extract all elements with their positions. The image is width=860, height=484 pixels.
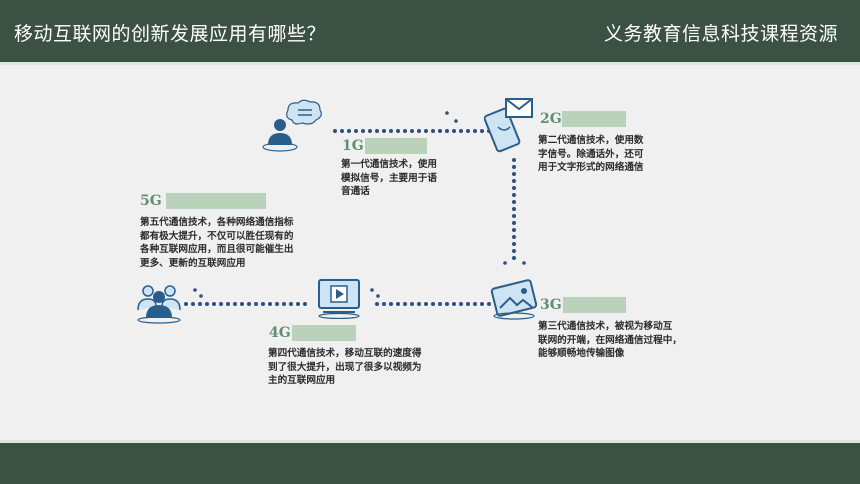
gen-desc-2g: 第二代通信技术，使用数 字信号。除通话外，还可 用于文字形式的网络通信 (538, 134, 688, 175)
desc-line: 第二代通信技术，使用数 (538, 135, 644, 146)
connector-4g-3g (370, 288, 491, 306)
desc-line: 到了很大提升，出现了很多以视频为 (268, 361, 422, 373)
desc-line: 主的互联网应用 (268, 375, 336, 386)
connector-2g-3g (503, 158, 526, 265)
desc-line: 能够顺畅地传输图像 (538, 348, 625, 359)
desc-line: 第一代通信技术，使用 (341, 159, 437, 170)
desc-line: 更多、更新的互联网应用 (140, 257, 246, 269)
gen-label-2g: 2G (540, 111, 562, 127)
gen-bar-4g (292, 325, 356, 341)
desc-line: 用于文字形式的网络通信 (538, 162, 644, 173)
gen-label-4g: 4G (269, 325, 291, 341)
desc-line: 联网的开端，在网络通信过程中， (538, 334, 682, 346)
footer-divider (0, 440, 860, 443)
desc-line: 模拟信号，主要用于语 (341, 172, 437, 184)
source-label: 义务教育信息科技课程资源 (603, 23, 838, 45)
phone-mail-icon (484, 98, 533, 153)
connector-5g-4g (184, 288, 307, 306)
header-divider (0, 62, 860, 65)
desc-line: 字信号。除通话外，还可 (538, 148, 644, 160)
header-bar: 移动互联网的创新发展应用有哪些？ 义务教育信息科技课程资源 (0, 0, 860, 62)
gen-bar-2g (562, 111, 626, 127)
gen-desc-3g: 第三代通信技术，被视为移动互 联网的开端，在网络通信过程中， 能够顺畅地传输图像 (538, 320, 723, 361)
gen-desc-4g: 第四代通信技术，移动互联的速度得 到了很大提升，出现了很多以视频为 主的互联网应… (268, 347, 468, 388)
gen-desc-5g: 第五代通信技术，各种网络通信指标 都有极大提升，不仅可以胜任现有的 各种互联网应… (140, 216, 340, 270)
gen-bar-5g (166, 193, 266, 209)
desc-line: 第五代通信技术，各种网络通信指标 (140, 217, 294, 228)
gen-label-5g: 5G (140, 193, 162, 209)
desc-line: 各种互联网应用，而且很可能催生出 (140, 244, 294, 255)
desc-line: 第三代通信技术，被视为移动互 (538, 321, 673, 332)
person-chat-icon (262, 99, 322, 152)
desc-line: 第四代通信技术，移动互联的速度得 (268, 348, 422, 359)
connector-1g-2g (333, 111, 491, 133)
tablet-image-icon (490, 279, 538, 320)
group-people-icon (137, 285, 181, 324)
footer-bar (0, 443, 860, 484)
gen-label-1g: 1G (342, 138, 364, 154)
gen-bar-3g (563, 297, 626, 313)
gen-bar-1g (365, 138, 427, 154)
gen-desc-1g: 第一代通信技术，使用 模拟信号，主要用于语 音通话 (341, 158, 491, 199)
page-title: 移动互联网的创新发展应用有哪些？ (14, 23, 327, 45)
desc-line: 音通话 (341, 186, 370, 197)
desc-line: 都有极大提升，不仅可以胜任现有的 (140, 230, 294, 242)
gen-label-3g: 3G (540, 297, 562, 313)
video-player-icon (318, 279, 360, 319)
